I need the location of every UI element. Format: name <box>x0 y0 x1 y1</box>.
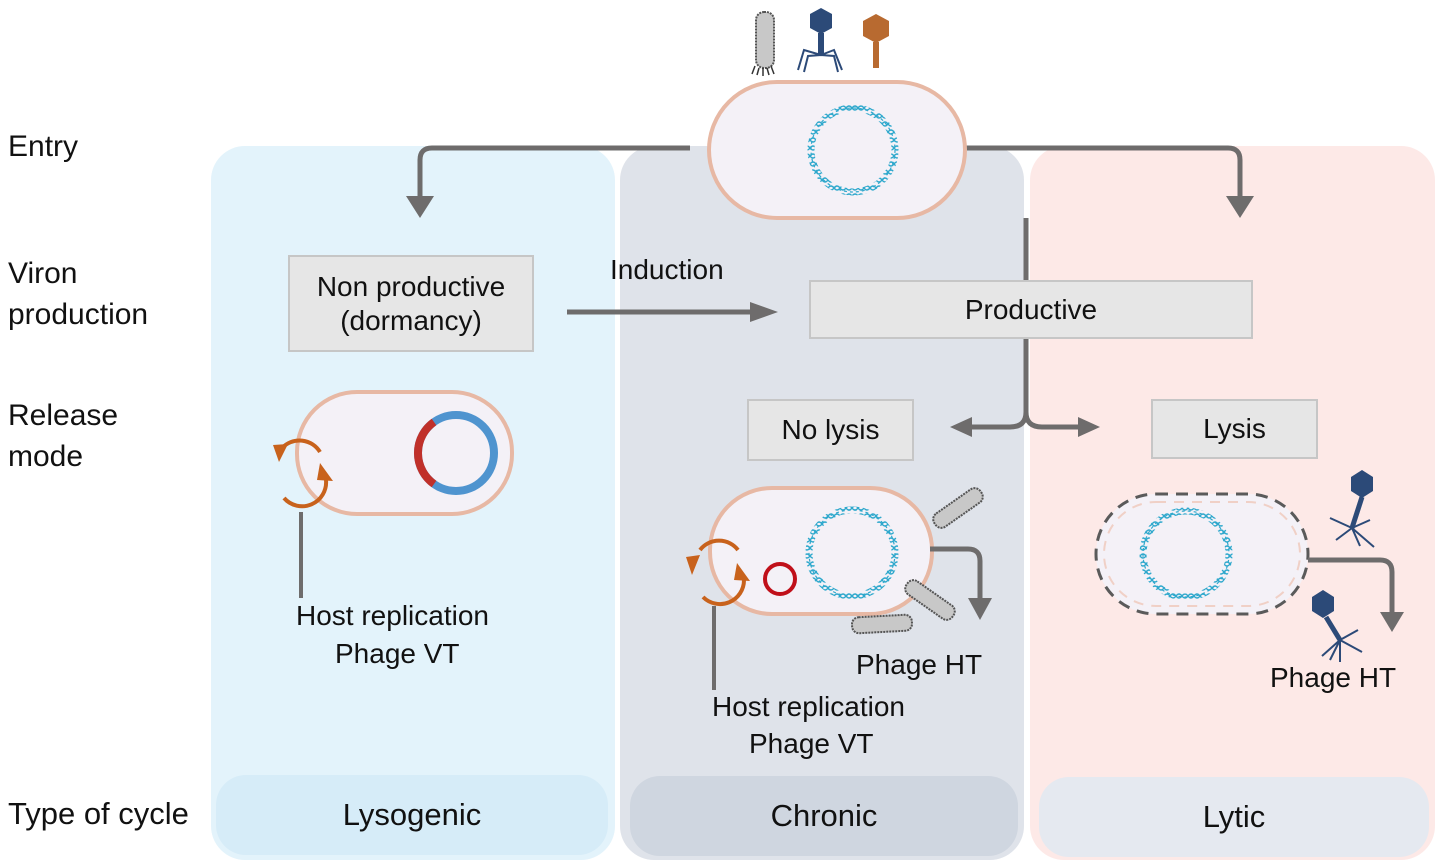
non-productive-label: Non productive <box>316 270 506 302</box>
dormancy-label: (dormancy) <box>340 304 482 336</box>
cycle-lytic-label: Lytic <box>1202 799 1266 834</box>
row-label-viron-production-2: production <box>8 298 149 331</box>
chronic-host-replication-label: Host replication <box>712 691 905 722</box>
row-label-release-mode-1: Release <box>8 399 119 432</box>
cycle-lysogenic: Lysogenic <box>216 775 608 855</box>
row-label-type-of-cycle: Type of cycle <box>8 796 189 831</box>
no-lysis-label: No lysis <box>781 414 880 445</box>
productive-label: Productive <box>964 293 1098 325</box>
orange-tailed-phage-icon <box>863 14 889 68</box>
cycle-chronic: Chronic <box>630 776 1018 856</box>
cycle-lytic: Lytic <box>1039 777 1429 857</box>
chronic-phage-vt-label: Phage VT <box>749 728 874 759</box>
filamentous-phage-icon <box>751 11 775 76</box>
row-label-release-mode-2: mode <box>8 440 84 473</box>
chronic-phage-ht-label: Phage HT <box>856 649 983 680</box>
lytic-phage-ht-label: Phage HT <box>1270 662 1397 693</box>
lysogenic-phage-vt-label: Phage VT <box>335 638 460 669</box>
cycle-chronic-label: Chronic <box>770 798 878 833</box>
row-label-entry: Entry <box>8 130 79 163</box>
lytic-panel <box>1030 146 1435 860</box>
cycle-lysogenic-label: Lysogenic <box>342 797 482 832</box>
lysis-label: Lysis <box>1203 413 1266 444</box>
productive-box: Productive <box>809 280 1253 339</box>
lysogenic-panel <box>211 146 615 860</box>
lysogenic-host-replication-label: Host replication <box>296 600 489 631</box>
induction-label: Induction <box>610 254 724 285</box>
non-productive-box: Non productive (dormancy) <box>288 255 534 352</box>
row-label-viron-production-1: Viron <box>8 257 78 290</box>
no-lysis-box: No lysis <box>747 399 914 461</box>
tailed-phage-icon <box>797 8 843 73</box>
lysis-box: Lysis <box>1151 399 1318 459</box>
